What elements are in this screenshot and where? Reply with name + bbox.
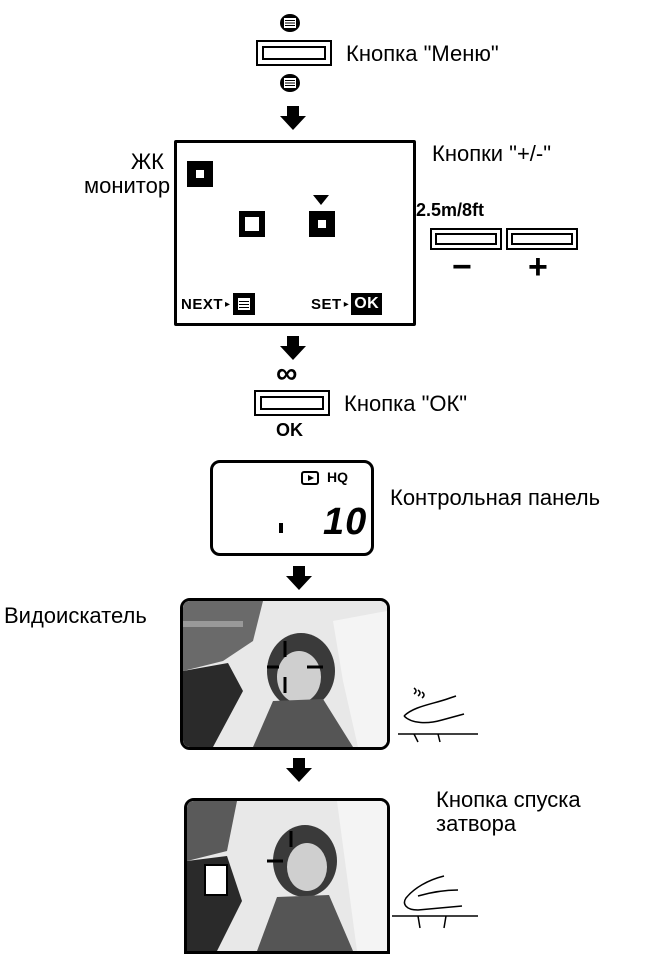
set-hint: SET ▸ OK bbox=[311, 293, 382, 315]
viewfinder-label: Видоискатель bbox=[4, 604, 147, 628]
down-arrow-icon bbox=[286, 566, 312, 590]
lcd-monitor-screen: NEXT ▸ SET ▸ OK bbox=[174, 140, 416, 326]
play-icon bbox=[301, 471, 319, 485]
shutter-button-label-line1: Кнопка спуска bbox=[436, 788, 581, 812]
lcd-monitor-label: ЖК монитор bbox=[84, 150, 164, 198]
ok-badge: OK bbox=[351, 293, 382, 315]
down-arrow-icon bbox=[286, 758, 312, 782]
finger-full-press-icon bbox=[388, 872, 480, 934]
focus-option-icon[interactable] bbox=[239, 211, 265, 237]
ok-button[interactable] bbox=[254, 390, 330, 416]
finger-half-press-icon bbox=[394, 684, 480, 744]
infinity-icon: ∞ bbox=[276, 360, 297, 388]
plus-minus-buttons-label: Кнопки "+/-" bbox=[432, 142, 551, 166]
ok-button-caption: OK bbox=[276, 420, 303, 441]
control-panel-display: HQ 10 bbox=[210, 460, 374, 556]
lcd-monitor-label-line1: ЖК bbox=[84, 150, 164, 174]
down-arrow-icon bbox=[280, 106, 306, 130]
selected-focus-option-icon[interactable] bbox=[309, 211, 335, 237]
next-label: NEXT bbox=[181, 296, 223, 313]
small-arrow-icon: ▸ bbox=[225, 299, 231, 310]
menu-button[interactable] bbox=[256, 40, 332, 66]
control-panel-label: Контрольная панель bbox=[390, 486, 600, 510]
next-hint: NEXT ▸ bbox=[181, 293, 255, 315]
menu-icon bbox=[278, 12, 302, 34]
quality-indicator: HQ bbox=[327, 469, 348, 485]
viewfinder-image bbox=[180, 598, 390, 750]
distance-readout: 2.5m/8ft bbox=[416, 200, 484, 221]
mode-icon bbox=[187, 161, 213, 187]
lcd-monitor-label-line2: монитор bbox=[84, 174, 164, 198]
plus-button[interactable] bbox=[506, 228, 578, 250]
frame-counter: 10 bbox=[323, 501, 367, 544]
ok-button-label: Кнопка "ОК" bbox=[344, 392, 467, 416]
menu-icon bbox=[233, 293, 255, 315]
minus-button[interactable] bbox=[430, 228, 502, 250]
selection-pointer-icon bbox=[313, 195, 329, 205]
minus-sign: − bbox=[452, 250, 472, 284]
small-arrow-icon: ▸ bbox=[344, 299, 350, 310]
set-label: SET bbox=[311, 296, 342, 313]
shutter-button-label-line2: затвора bbox=[436, 812, 581, 836]
shutter-button-label: Кнопка спуска затвора bbox=[436, 788, 581, 836]
menu-button-label: Кнопка "Меню" bbox=[346, 42, 499, 66]
captured-image bbox=[184, 798, 390, 954]
plus-sign: + bbox=[528, 250, 548, 284]
battery-mark bbox=[279, 523, 283, 533]
menu-icon bbox=[278, 72, 302, 94]
